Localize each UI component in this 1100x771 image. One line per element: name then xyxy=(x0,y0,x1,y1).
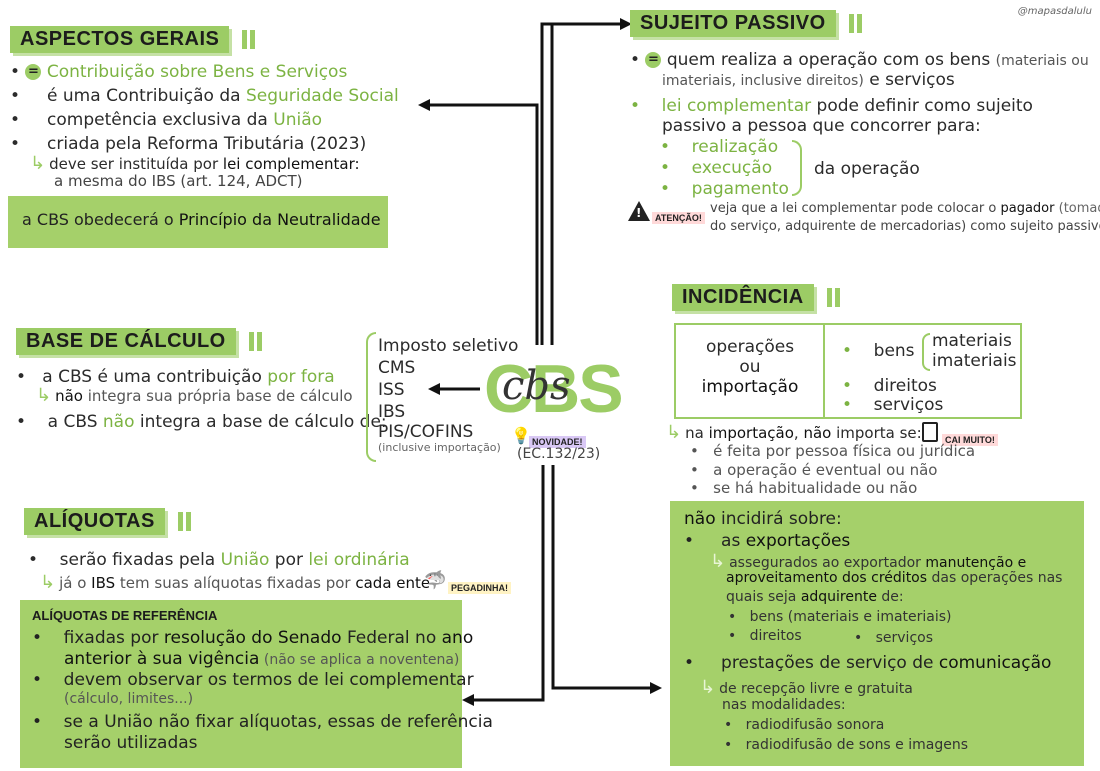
bracket-item: IBS xyxy=(378,402,406,422)
base-line-3: • a CBS não integra a base de cálculo de… xyxy=(16,412,387,432)
aliquotas-line-1: • serão fixadas pela União por lei ordin… xyxy=(28,550,410,570)
curved-arrow-icon: ↳ xyxy=(30,153,46,174)
base-calculo-header: BASE DE CÁLCULO xyxy=(16,328,254,355)
importacao-item: • é feita por pessoa física ou jurídica xyxy=(690,442,976,460)
aliquotas-header: ALÍQUOTAS xyxy=(24,508,183,535)
nao-incidira-box: não incidirá sobre: • as exportações ↳as… xyxy=(670,501,1084,766)
importacao-line: ↳na importação, não importa se: xyxy=(666,422,922,443)
curved-arrow-icon: ↳ xyxy=(666,422,682,443)
incidencia-table: operações ou importação • bens materiais… xyxy=(674,323,1022,419)
incidencia-header: INCIDÊNCIA xyxy=(672,284,832,311)
sujeito-line-4: passivo a pessoa que concorrer para: xyxy=(662,116,981,136)
sujeito-item: • realização xyxy=(660,137,779,157)
operacao-brace xyxy=(792,140,802,196)
importacao-item: • a operação é eventual ou não xyxy=(690,461,938,479)
atencao-note-1: veja que a lei complementar pode colocar… xyxy=(710,201,1100,216)
neutralidade-box: a CBS obedecerá o Princípio da Neutralid… xyxy=(8,196,388,248)
sujeito-line-1: • = quem realiza a operação com os bens … xyxy=(630,50,1089,70)
curved-arrow-icon: ↳ xyxy=(36,385,52,406)
warning-icon xyxy=(628,201,650,221)
sujeito-line-3: • lei complementar pode definir como suj… xyxy=(630,96,1033,116)
watermark: @mapasdalulu xyxy=(1017,6,1092,17)
sujeito-item: • pagamento xyxy=(660,179,789,199)
sujeito-item: • execução xyxy=(660,158,773,178)
bracket-note: (inclusive importação) xyxy=(378,441,501,454)
sujeito-line-2: imateriais, inclusive direitos) e serviç… xyxy=(662,70,955,90)
atencao-tag: ATENÇÃO! xyxy=(652,206,705,225)
da-operacao-label: da operação xyxy=(814,159,920,179)
aspectos-line-3: • competência exclusiva da União xyxy=(10,110,323,130)
sujeito-passivo-header: SUJEITO PASSIVO xyxy=(630,10,854,37)
bracket-item: PIS/COFINS xyxy=(378,422,474,442)
importacao-item: • se há habitualidade ou não xyxy=(690,479,918,497)
bracket-item: ISS xyxy=(378,380,405,400)
aspectos-line-4: • criada pela Reforma Tributária (2023) xyxy=(10,134,367,154)
novidade-tag: NOVIDADE! xyxy=(529,430,586,449)
aspectos-line-1: • = Contribuição sobre Bens e Serviços xyxy=(10,62,348,82)
bracket-item: CMS xyxy=(378,358,416,378)
aspectos-line-6: a mesma do IBS (art. 124, ADCT) xyxy=(54,172,303,190)
aliquotas-line-2: ↳já o IBS tem suas alíquotas fixadas por… xyxy=(40,572,431,593)
clipboard-icon xyxy=(922,422,938,442)
aliquotas-referencia-box: ALÍQUOTAS DE REFERÊNCIA • fixadas por re… xyxy=(20,600,493,768)
cai-muito-tag: CAI MUITO! xyxy=(942,428,998,447)
aspectos-gerais-header: ASPECTOS GERAIS xyxy=(10,26,248,53)
lightbulb-icon: 💡 xyxy=(511,426,531,445)
equals-icon: = xyxy=(645,52,662,68)
curved-arrow-icon: ↳ xyxy=(40,572,56,593)
atencao-note-2: do serviço, adquirente de mercadorias) c… xyxy=(710,219,1100,234)
aliquotas-referencia-title: ALÍQUOTAS DE REFERÊNCIA xyxy=(32,608,218,623)
equals-icon: = xyxy=(25,64,42,80)
pegadinha-tag: PEGADINHA! xyxy=(448,576,512,595)
shark-icon: 🦈 xyxy=(424,570,447,591)
ec-reference: (EC.132/23) xyxy=(517,446,601,462)
bracket-brace xyxy=(366,332,376,462)
aspectos-line-2: • é uma Contribuição da Seguridade Socia… xyxy=(10,86,399,106)
bracket-item: Imposto seletivo xyxy=(378,336,519,356)
aspectos-line-5: ↳deve ser instituída por lei complementa… xyxy=(30,153,360,174)
base-line-1: • a CBS é uma contribuição por fora xyxy=(16,367,335,387)
base-line-2: ↳não integra sua própria base de cálculo xyxy=(36,385,353,406)
cbs-logo: CBS cbs xyxy=(484,351,624,427)
